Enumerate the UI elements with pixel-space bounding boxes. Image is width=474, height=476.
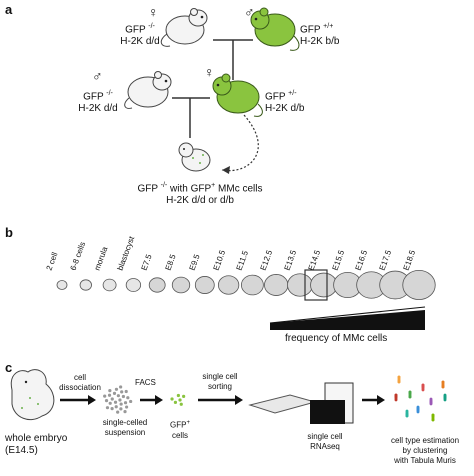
cell-dot: [104, 399, 109, 403]
stage-embryo-2-cell: [56, 280, 68, 290]
female-symbol-top: ♀: [148, 4, 159, 20]
well-plate-icon: [248, 394, 317, 414]
cell-dot: [116, 410, 120, 414]
cell-dot: [116, 394, 120, 398]
cell-dot: [118, 398, 122, 402]
cell-dot: [123, 410, 127, 414]
parent4-genotype: GFP +/- H-2K d/b: [265, 90, 305, 115]
facs-label: FACS: [135, 378, 156, 387]
mouse-green-male-icon: [250, 7, 300, 51]
gradient-label: frequency of MMc cells: [285, 333, 388, 344]
cluster-point: [441, 384, 445, 388]
stage-embryo-E8-5: [171, 276, 191, 294]
cell-dot: [120, 390, 124, 394]
cluster-point: [431, 413, 435, 417]
dashed-arrow-head: [222, 166, 230, 174]
mouse-white-female-icon: [160, 8, 208, 47]
cluster-point: [397, 375, 401, 379]
stage-embryo-E13-5: [287, 273, 313, 297]
cluster-point: [441, 380, 445, 384]
panel-c-label: c: [5, 360, 13, 375]
embryo-label: whole embryo(E14.5): [5, 433, 68, 456]
cluster-point: [394, 393, 398, 397]
cell-dot: [119, 407, 123, 411]
cell-dot: [108, 401, 112, 405]
suspension-cells: [103, 385, 133, 414]
cell-dot: [170, 397, 174, 401]
stage-embryo-E10-5: [217, 275, 240, 295]
cell-dot: [124, 389, 128, 394]
mouse-green-female-icon: [212, 73, 263, 117]
cell-dot: [114, 405, 118, 409]
cell-dot: [173, 400, 178, 404]
cell-dot: [121, 394, 126, 399]
cell-dot: [179, 402, 183, 406]
stage-embryo-E18-5: [402, 269, 436, 301]
cell-dot: [125, 405, 129, 409]
cluster-point: [429, 397, 433, 401]
cell-dot: [119, 402, 123, 406]
stage-embryo-row: [56, 269, 436, 301]
stage-embryo-6-8-cells: [79, 279, 92, 291]
cell-dot: [103, 394, 107, 398]
cluster-point: [429, 399, 433, 403]
gfp-cells-label: GFP+cells: [170, 420, 190, 440]
gfp-cells: [170, 393, 186, 406]
panel-a-label: a: [5, 2, 13, 17]
cell-dot: [119, 385, 123, 389]
female-symbol-mid: ♀: [204, 64, 215, 80]
tsne-cluster-plot: [394, 375, 447, 422]
cell-dot: [123, 401, 128, 405]
cell-dot: [108, 389, 112, 393]
cell-dot: [114, 387, 119, 391]
pup-icon: [178, 142, 211, 172]
cluster-point: [408, 395, 412, 399]
mouse-white-male-icon: [124, 71, 172, 109]
stage-embryo-E14-5: [310, 272, 338, 298]
male-symbol-top: ♂: [244, 4, 255, 20]
stage-embryo-blastocyst: [125, 278, 142, 292]
stage-embryo-E12-5: [264, 274, 289, 296]
cluster-point: [397, 379, 401, 383]
highlight-box-e14-5: [304, 269, 328, 301]
cluster-point: [408, 390, 412, 394]
cluster-point: [431, 418, 435, 422]
cell-dot: [129, 399, 133, 404]
male-symbol-mid: ♂: [92, 68, 103, 84]
stage-embryo-E9-5: [194, 276, 215, 294]
parent3-genotype: GFP -/- H-2K d/d: [78, 90, 118, 115]
cluster-point: [416, 406, 420, 410]
whole-embryo-icon: [10, 369, 55, 420]
panel-b-label: b: [5, 225, 13, 240]
cluster-point: [421, 383, 425, 387]
cell-dot: [182, 394, 186, 398]
cell-dot: [107, 393, 112, 397]
parent2-genotype: GFP +/+ H-2K b/b: [300, 23, 340, 48]
mmc-frequency-gradient: [270, 310, 425, 330]
parent1-genotype: GFP -/- H-2K d/d: [120, 23, 160, 48]
cell-dot: [110, 407, 114, 411]
cell-dot: [105, 406, 110, 410]
cell-dot: [112, 391, 117, 395]
cluster-point: [443, 394, 447, 398]
stage-embryo-E7-5: [148, 277, 166, 293]
cell-dot: [176, 393, 180, 398]
cluster-point: [405, 412, 409, 416]
stage-embryo-E11-5: [240, 274, 264, 296]
cell-dot: [110, 397, 114, 401]
dashed-arrow: [221, 114, 259, 172]
stage-embryo-morula: [102, 278, 117, 292]
sequencer-icon: [310, 382, 354, 424]
cell-dot: [178, 398, 182, 402]
cell-dot: [126, 396, 130, 400]
offspring-genotype: GFP -/- with GFP+ MMc cells H-2K d/d or …: [137, 182, 263, 207]
cell-dot: [113, 400, 118, 404]
cluster-point: [405, 409, 409, 413]
